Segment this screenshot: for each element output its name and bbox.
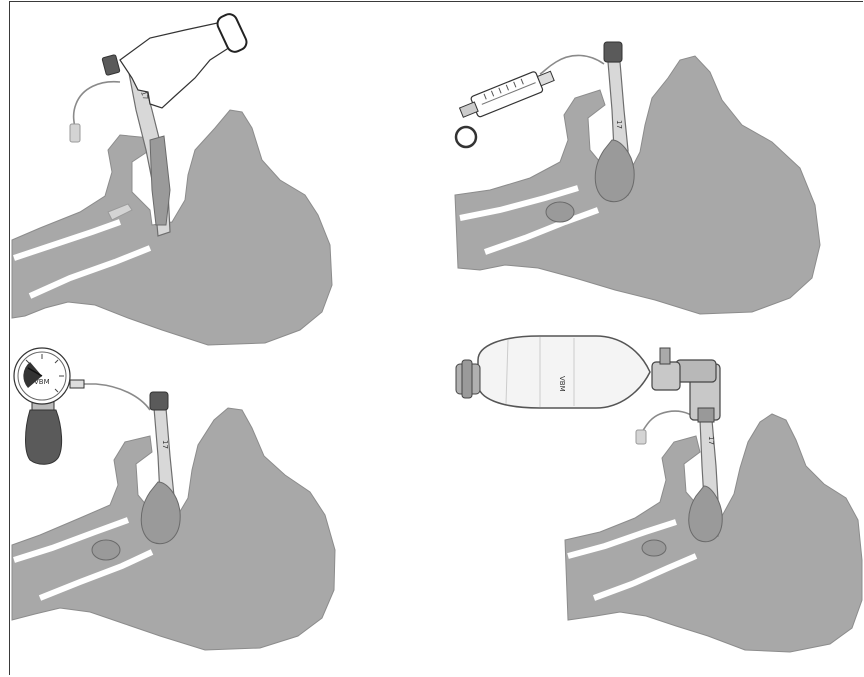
panel-4-ventilation-bag: VBM — [456, 336, 650, 408]
panel-2-syringe-ring — [456, 127, 476, 147]
panel-1-connector — [102, 54, 120, 75]
panel-2-lower-cuff — [546, 202, 574, 222]
panel-2-syringe — [457, 66, 556, 123]
panel-3-manometer-brand: VBM — [34, 378, 50, 386]
panel-4-tube-marking: 17 — [707, 436, 715, 445]
panel-3-manometer: VBM — [14, 348, 84, 464]
panel-3-lower-cuff — [92, 540, 120, 560]
panel-1-pilot-line — [74, 82, 120, 128]
panel-3-pilot-line — [84, 384, 150, 410]
panel-4-bag-ventilation: 17 VBM — [456, 336, 862, 652]
panel-2-connector — [604, 42, 622, 62]
panel-2-syringe-inflation: 17 — [455, 42, 820, 314]
panel-1-head-silhouette — [12, 110, 332, 345]
panel-1-pilot-balloon — [70, 124, 80, 142]
panel-4-lower-cuff — [642, 540, 666, 556]
panel-3-tube-marking: 17 — [161, 440, 169, 449]
panel-1-insertion: 17 — [12, 12, 332, 345]
panel-4-valve-assembly — [652, 348, 720, 422]
panel-2-tube-marking: 17 — [615, 120, 623, 129]
panel-3-inflated-cuff — [141, 482, 180, 544]
panel-3-manometer-check: 17 VBM — [12, 348, 335, 650]
panel-4-pilot-balloon — [636, 430, 646, 444]
panel-4-bag-brand: VBM — [558, 376, 566, 392]
panel-3-connector — [150, 392, 168, 410]
